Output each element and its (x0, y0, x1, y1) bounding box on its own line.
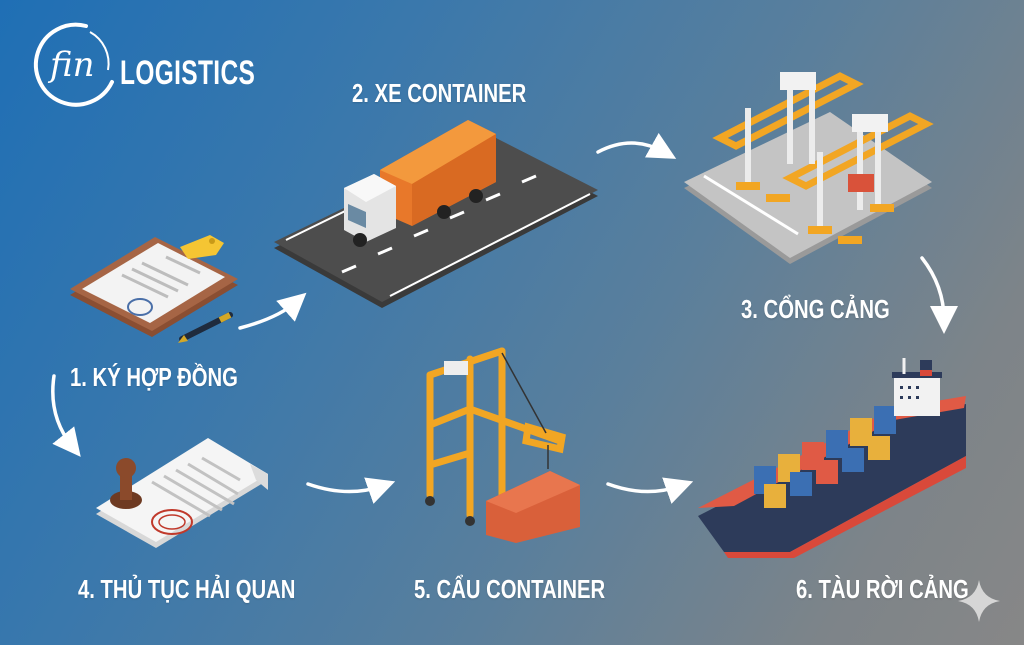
step-4-label: 4. THỦ TỤC HẢI QUAN (78, 574, 296, 604)
step-6-label: 6. TÀU RỜI CẢNG (796, 574, 969, 604)
arrow-4-to-5-icon (306, 477, 396, 504)
port-gantry-crane-icon (684, 72, 934, 264)
container-ship-icon (698, 358, 966, 558)
container-truck-icon (274, 120, 598, 308)
arrow-3-to-6-icon (920, 256, 958, 334)
logo-text: LOGISTICS (120, 54, 256, 92)
logo-mark-text: fin (47, 45, 95, 85)
arrow-5-to-6-icon (606, 477, 694, 504)
customs-document-icon (96, 438, 268, 548)
container-crane-icon (425, 347, 580, 543)
clipboard-contract-icon (70, 235, 238, 343)
arrow-1-to-4-icon (51, 374, 81, 457)
step-1-label: 1. KÝ HỢP ĐỒNG (70, 362, 238, 392)
step-2-label: 2. XE CONTAINER (352, 78, 527, 108)
step-3-label: 3. CỔNG CẢNG (741, 294, 890, 324)
arrow-2-to-3-icon (596, 132, 677, 159)
sparkle-icon (958, 580, 1000, 622)
logo-mark-icon: fin (33, 22, 114, 107)
arrow-1-to-2-icon (238, 292, 307, 330)
step-5-label: 5. CẨU CONTAINER (414, 574, 606, 604)
